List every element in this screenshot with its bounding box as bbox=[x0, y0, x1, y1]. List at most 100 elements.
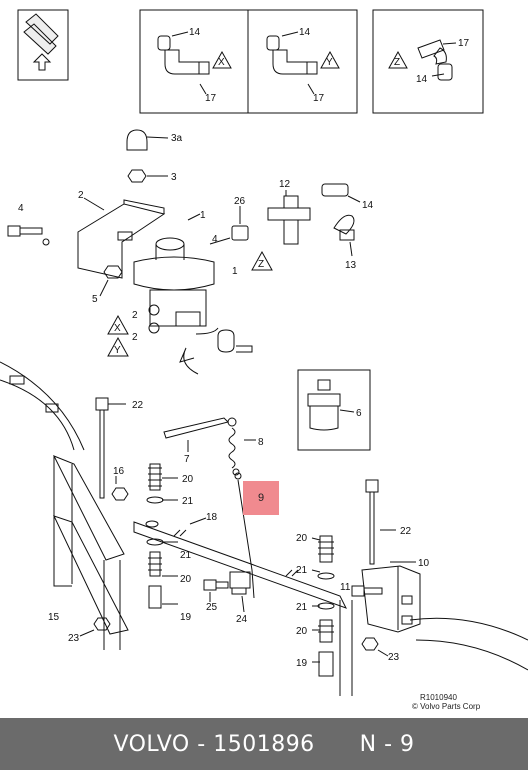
callout-17-inset-z: 17 bbox=[458, 38, 470, 49]
callout-20-left-bottom: 20 bbox=[180, 574, 192, 585]
callout-20-right-bottom: 20 bbox=[296, 626, 308, 637]
tee-connector bbox=[267, 195, 311, 245]
marker-x-triangle bbox=[212, 50, 232, 69]
callout-20-right-top: 20 bbox=[296, 533, 308, 544]
callout-22-left: 22 bbox=[132, 400, 144, 411]
callout-9-highlight: 9 bbox=[257, 492, 265, 504]
control-rod bbox=[234, 472, 255, 599]
callout-11: 11 bbox=[340, 582, 351, 593]
callout-26: 26 bbox=[234, 196, 246, 207]
callout-3: 3 bbox=[171, 172, 177, 183]
callout-19-left: 19 bbox=[180, 612, 192, 623]
elbow-fitting-z bbox=[417, 39, 453, 81]
callout-21-right-top: 21 bbox=[296, 565, 308, 576]
long-bolt-left bbox=[95, 397, 109, 499]
callout-14-inset-y: 14 bbox=[299, 27, 311, 38]
part-info-footer: VOLVO - 1501896 N - 9 bbox=[0, 718, 528, 770]
washer-nut bbox=[103, 265, 123, 279]
callout-21-right-bottom: 21 bbox=[296, 602, 308, 613]
marker-z-triangle-main bbox=[251, 250, 273, 271]
hose-clip bbox=[333, 214, 355, 241]
marker-y-main-label: Y bbox=[114, 345, 121, 356]
callout-14-main: 14 bbox=[362, 200, 374, 211]
callout-12: 12 bbox=[279, 179, 291, 190]
spring-stack-left bbox=[146, 463, 164, 609]
rod-clamp bbox=[229, 571, 251, 595]
callout-23-right: 23 bbox=[388, 652, 400, 663]
frame-bracket-right bbox=[361, 565, 421, 633]
long-bolt-right bbox=[365, 479, 379, 565]
flange-nut-right bbox=[361, 637, 379, 651]
footer-separator: - bbox=[189, 731, 214, 757]
mounting-bracket bbox=[77, 199, 166, 279]
callout-19-right: 19 bbox=[296, 658, 308, 669]
callout-15: 15 bbox=[48, 612, 60, 623]
callout-8: 8 bbox=[258, 437, 264, 448]
callout-10: 10 bbox=[418, 558, 430, 569]
assembly-arrow bbox=[179, 347, 199, 375]
callout-3a: 3a bbox=[171, 133, 183, 144]
marker-y-triangle-main bbox=[107, 336, 129, 357]
callout-2: 2 bbox=[78, 190, 84, 201]
callout-21-left-bottom: 21 bbox=[180, 550, 192, 561]
clamp-bolt bbox=[203, 579, 229, 591]
inset-box-z bbox=[372, 9, 484, 114]
hex-nut bbox=[111, 487, 129, 501]
marker-z-label: Z bbox=[394, 57, 400, 68]
callout-21-left-top: 21 bbox=[182, 496, 194, 507]
marker-z-main-label: Z bbox=[258, 259, 264, 270]
highlighted-part-callout[interactable]: 9 bbox=[243, 481, 279, 515]
footer-spacer bbox=[315, 732, 360, 757]
vent-cap bbox=[307, 379, 341, 431]
callout-1: 1 bbox=[200, 210, 206, 221]
marker-z-triangle bbox=[388, 50, 408, 69]
nut-part bbox=[127, 169, 147, 183]
hose-fitting bbox=[321, 183, 349, 197]
callout-14-inset-z: 14 bbox=[416, 74, 428, 85]
copyright-notice: © Volvo Parts Corp bbox=[412, 702, 481, 711]
drawing-reference: R1010940 bbox=[420, 693, 457, 702]
return-spring bbox=[227, 417, 240, 476]
flange-nut-left bbox=[93, 617, 111, 631]
callout-23-left: 23 bbox=[68, 633, 80, 644]
detail-box bbox=[297, 369, 371, 451]
marker-y-label: Y bbox=[326, 57, 333, 68]
footer-section: N - 9 bbox=[359, 731, 415, 757]
callout-24: 24 bbox=[236, 614, 248, 625]
callout-2-x: 2 bbox=[132, 310, 138, 321]
marker-x-triangle-main bbox=[107, 314, 129, 335]
callout-25: 25 bbox=[206, 602, 218, 613]
callout-13: 13 bbox=[345, 260, 357, 271]
inset-box-y bbox=[247, 9, 358, 114]
elbow-fitting-x bbox=[157, 35, 210, 75]
callout-7: 7 bbox=[184, 454, 190, 465]
connector-fitting bbox=[231, 225, 249, 241]
valve-body bbox=[133, 237, 219, 335]
callout-2-y: 2 bbox=[132, 332, 138, 343]
marker-y-triangle bbox=[320, 50, 340, 69]
marker-x-label: X bbox=[218, 57, 225, 68]
callout-14-inset-x: 14 bbox=[189, 27, 201, 38]
elbow-fitting-y bbox=[266, 35, 318, 75]
footer-brand: VOLVO bbox=[113, 731, 190, 757]
callout-17-inset-y: 17 bbox=[313, 93, 325, 104]
orientation-icon bbox=[17, 9, 69, 81]
marker-x-main-label: X bbox=[114, 323, 121, 334]
chassis-frame-left bbox=[0, 361, 129, 635]
callout-4: 4 bbox=[18, 203, 24, 214]
union-fitting bbox=[217, 329, 253, 353]
callout-20-left-top: 20 bbox=[182, 474, 194, 485]
footer-part-number: 1501896 bbox=[213, 731, 315, 757]
callout-5: 5 bbox=[92, 294, 98, 305]
exploded-parts-diagram: 14 17 X 14 17 Y 17 14 Z 3a 3 2 4 1 26 12… bbox=[0, 9, 528, 711]
cap-part bbox=[126, 129, 148, 151]
link-bar bbox=[133, 520, 348, 609]
spring-stack-right bbox=[317, 535, 335, 677]
bolt-part bbox=[7, 225, 50, 246]
callout-4-valve: 4 bbox=[212, 234, 218, 245]
callout-18: 18 bbox=[206, 512, 218, 523]
callout-1-lower: 1 bbox=[232, 266, 238, 277]
chassis-frame-right bbox=[103, 560, 528, 696]
side-bolt bbox=[351, 585, 383, 597]
callout-16: 16 bbox=[113, 466, 125, 477]
